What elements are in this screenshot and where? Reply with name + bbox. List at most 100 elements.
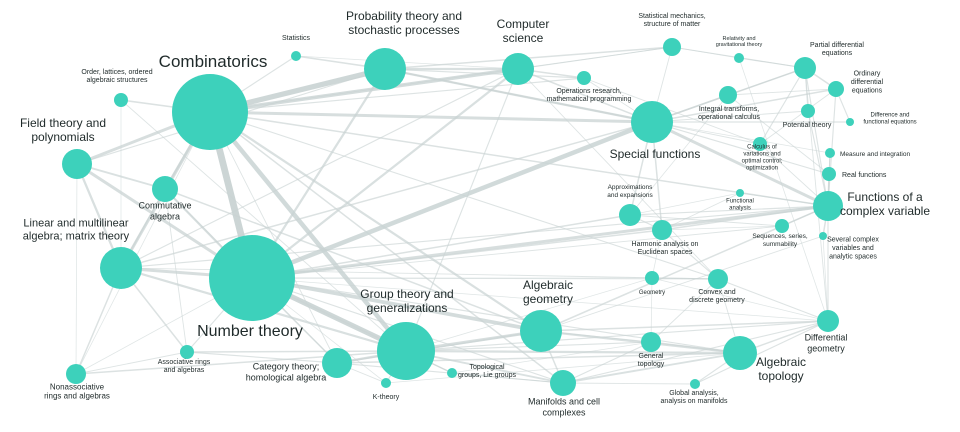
label-line: Operations research, <box>556 88 621 95</box>
label-geometry: Geometry <box>639 290 665 296</box>
edge-number_theory-algebraic_geometry <box>250 276 543 333</box>
edge-statistical_mechanics-relativity <box>671 46 740 59</box>
node-differential-geometry <box>817 310 839 332</box>
edge-general_topology-topological_groups <box>451 341 652 374</box>
label-line: Computer <box>497 17 550 31</box>
node-functions-complex <box>813 191 843 221</box>
label-line: gravitational theory <box>716 42 763 48</box>
label-line: polynomials <box>31 130 94 144</box>
edge-functions_complex-approximations <box>629 205 829 216</box>
edge-combinatorics-nonassociative <box>75 111 211 375</box>
edge-functions_complex-ode <box>827 88 837 207</box>
label-line: Commutative <box>138 201 191 211</box>
edge-nonassociative-associative_rings <box>75 351 188 375</box>
label-line: Sequences, series, <box>752 233 807 240</box>
edge-k_theory-algebraic_topology <box>385 352 741 384</box>
label-line: Measure and integration <box>840 151 910 158</box>
label-line: geometry <box>523 292 573 306</box>
edge-computer_science-group_theory <box>405 68 519 352</box>
edge-field_theory-nonassociative <box>75 163 78 375</box>
edge-functions_complex-potential_theory <box>807 110 829 207</box>
edge-special_functions-ode <box>651 88 837 123</box>
edge-number_theory-harmonic_analysis <box>251 229 663 279</box>
label-line: Partial differential <box>810 42 864 49</box>
label-line: mathematical programming <box>547 96 632 103</box>
label-measure-integration: Measure and integration <box>840 151 910 158</box>
label-line: Probability theory and <box>346 9 462 23</box>
label-k-theory: K-theory <box>373 394 400 401</box>
label-line: Order, lattices, ordered <box>81 69 152 76</box>
label-line: analysis on manifolds <box>661 398 728 405</box>
label-line: complex variable <box>840 204 930 218</box>
label-category-theory: Category theory;homological algebra <box>246 362 327 383</box>
edge-probability-special_functions <box>384 68 653 123</box>
node-computer-science <box>502 53 534 85</box>
edge-functions_complex-pde <box>804 67 829 207</box>
label-potential-theory: Potential theory <box>783 122 832 129</box>
label-line: summability <box>763 241 798 248</box>
edge-convex_geometry-general_topology <box>650 278 719 343</box>
label-line: topology <box>758 369 803 383</box>
node-pde <box>794 57 816 79</box>
label-operations-research: Operations research,mathematical program… <box>547 88 632 103</box>
edge-number_theory-sequences_series <box>251 225 783 279</box>
edge-approximations-functional_analysis <box>629 192 741 216</box>
label-statistics: Statistics <box>282 35 311 42</box>
edge-pde-integral_transforms <box>727 67 806 96</box>
node-topological-groups <box>447 368 457 378</box>
edge-integral_transforms-real_functions <box>727 94 830 175</box>
label-line: Topological <box>469 364 504 371</box>
node-calculus-variations <box>753 137 767 151</box>
edge-functions_complex-harmonic_analysis <box>661 205 829 231</box>
edge-operations_research-calculus_variations <box>583 77 761 145</box>
edge-combinatorics-group_theory <box>207 109 409 354</box>
node-nonassociative <box>66 364 86 384</box>
label-line: Number theory <box>197 323 303 340</box>
label-line: Statistical mechanics, <box>638 13 705 20</box>
label-line: algebra; matrix theory <box>23 231 130 243</box>
label-line: Associative rings <box>158 359 211 366</box>
label-line: Ordinary <box>854 71 881 78</box>
edge-several_complex-differential_geometry <box>822 235 829 322</box>
label-integral-transforms: Integral transforms,operational calculus <box>698 106 760 121</box>
label-line: science <box>503 31 544 45</box>
edge-special_functions-real_functions <box>651 121 830 175</box>
node-field-theory <box>62 149 92 179</box>
edge-harmonic_analysis-sequences_series <box>661 225 783 231</box>
edge-algebraic_topology-manifolds <box>562 352 741 384</box>
node-combinatorics <box>172 74 248 150</box>
edge-number_theory-approximations <box>251 214 631 279</box>
label-line: Field theory and <box>20 116 106 130</box>
node-integral-transforms <box>719 86 737 104</box>
edge-combinatorics-algebraic_geometry <box>208 110 543 333</box>
edge-statistics-computer_science <box>295 55 519 70</box>
label-line: equations <box>852 87 883 94</box>
edge-number_theory-special_functions <box>249 119 655 281</box>
node-global-analysis <box>690 379 700 389</box>
label-line: Real functions <box>842 172 887 179</box>
edge-algebraic_geometry-category_theory <box>336 330 542 364</box>
node-ode <box>828 81 844 97</box>
label-sequences-series: Sequences, series,summability <box>752 233 807 248</box>
label-line: groups, Lie groups <box>458 372 516 379</box>
label-line: operational calculus <box>698 114 760 121</box>
label-line: Integral transforms, <box>699 106 759 113</box>
label-line: functional equations <box>863 120 916 126</box>
node-category-theory <box>322 348 352 378</box>
label-line: Convex and <box>698 289 735 296</box>
node-algebraic-topology <box>723 336 757 370</box>
label-line: Combinatorics <box>159 52 268 71</box>
edge-number_theory-functions_complex <box>250 204 830 280</box>
node-commutative-algebra <box>152 176 178 202</box>
